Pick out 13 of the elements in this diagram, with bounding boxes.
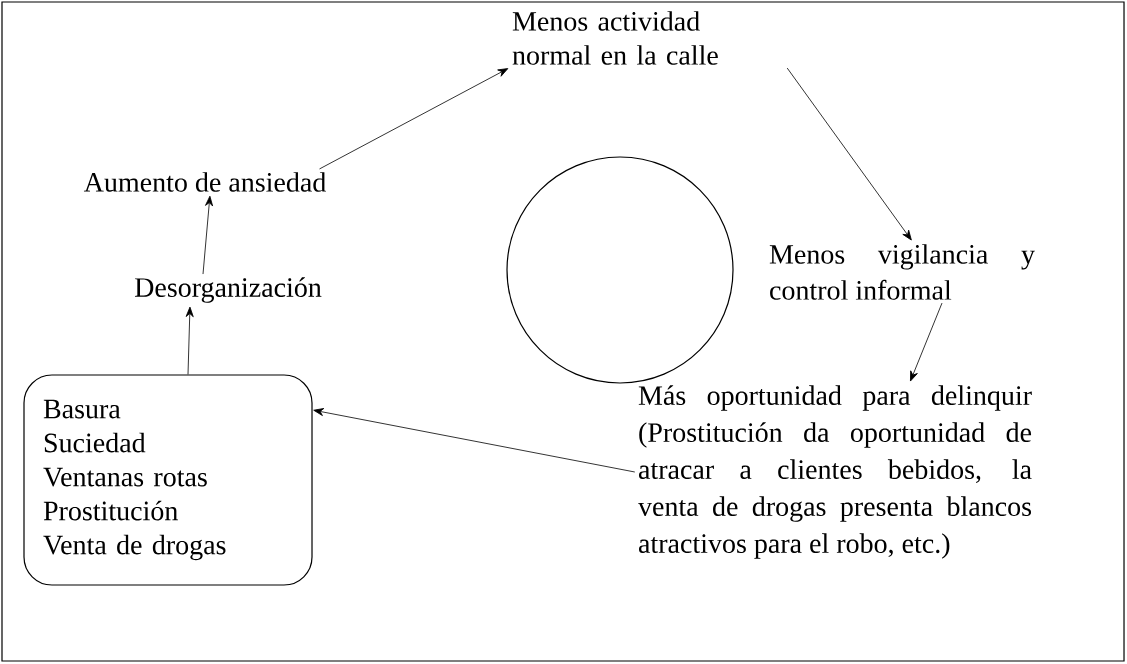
text-label: Más oportunidad para delinquir (Prostitución da oportunidad de atracar a clientes bebidos, la venta de drogas presenta blancos atractivos para el robo, etc.) — [638, 385, 1032, 559]
arrow — [910, 302, 943, 382]
text-label: Desorganización — [135, 277, 322, 303]
rounded-box: Basura Suciedad Ventanas rotas Prostitución Venta de drogas — [23, 374, 313, 586]
text-label: Menos vigilancia y control informal — [769, 244, 1035, 300]
arrow — [202, 195, 214, 275]
arrow — [319, 68, 509, 170]
circle — [506, 156, 734, 384]
arrow — [185, 306, 194, 375]
arrow — [786, 67, 912, 241]
arrow — [313, 408, 636, 473]
text-label: Aumento de ansiedad — [83, 172, 326, 192]
text-label: Menos actividad normal en la calle — [512, 11, 718, 65]
